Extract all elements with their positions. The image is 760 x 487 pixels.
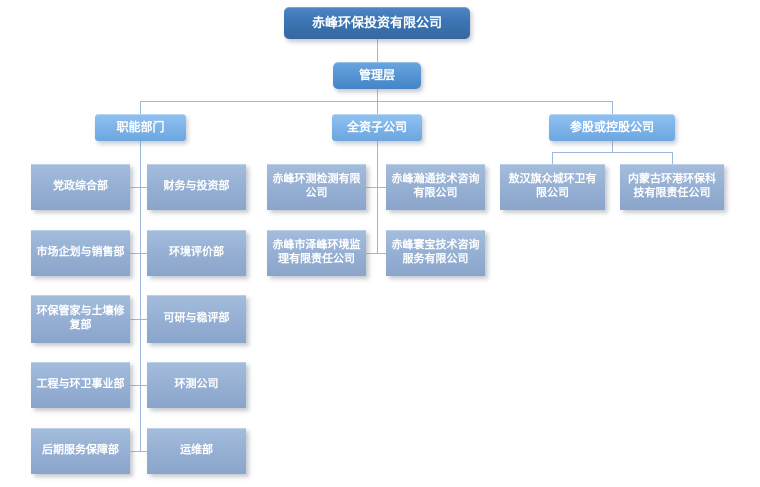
dept-box: 环测公司: [147, 362, 246, 408]
holding-company-box: 敖汉旗众城环卫有限公司: [500, 164, 605, 210]
connector-line: [130, 187, 147, 188]
dept-box: 环境评价部: [147, 230, 246, 276]
subsidiary-box: 赤峰市泽峰环境监理有限责任公司: [267, 230, 366, 276]
dept-box: 运维部: [147, 428, 246, 474]
connector-line: [377, 39, 378, 62]
connector-line: [130, 253, 147, 254]
dept-box: 工程与环卫事业部: [31, 362, 130, 408]
connector-line: [140, 141, 141, 451]
connector-line: [612, 101, 613, 114]
connector-line: [140, 101, 141, 114]
dept-box: 环保管家与土壤修复部: [31, 295, 130, 343]
connector-line: [130, 319, 147, 320]
dept-box: 后期服务保障部: [31, 428, 130, 474]
subsidiary-box: 赤峰环测检测有限公司: [267, 164, 366, 210]
connector-line: [140, 101, 613, 102]
holding-company-box: 内蒙古环港环保科技有限责任公司: [620, 164, 724, 210]
connector-line: [130, 451, 147, 452]
dept-box: 可研与稳评部: [147, 295, 246, 343]
connector-line: [552, 152, 673, 153]
dept-box: 党政综合部: [31, 164, 130, 210]
connector-line: [672, 152, 673, 164]
connector-line: [612, 141, 613, 153]
subsidiary-box: 赤峰寰宝技术咨询服务有限公司: [386, 230, 485, 276]
connector-line: [366, 253, 386, 254]
branch-header-functional-depts: 职能部门: [95, 114, 186, 141]
dept-box: 市场企划与销售部: [31, 230, 130, 276]
root-company-box: 赤峰环保投资有限公司: [284, 7, 470, 39]
connector-line: [366, 187, 386, 188]
management-box: 管理层: [333, 62, 421, 89]
subsidiary-box: 赤峰瀚通技术咨询有限公司: [386, 164, 485, 210]
dept-box: 财务与投资部: [147, 164, 246, 210]
connector-line: [130, 385, 147, 386]
connector-line: [377, 141, 378, 253]
branch-header-equity-holding-companies: 参股或控股公司: [549, 114, 675, 141]
connector-line: [552, 152, 553, 164]
branch-header-wholly-owned-subsidiaries: 全资子公司: [332, 114, 422, 141]
